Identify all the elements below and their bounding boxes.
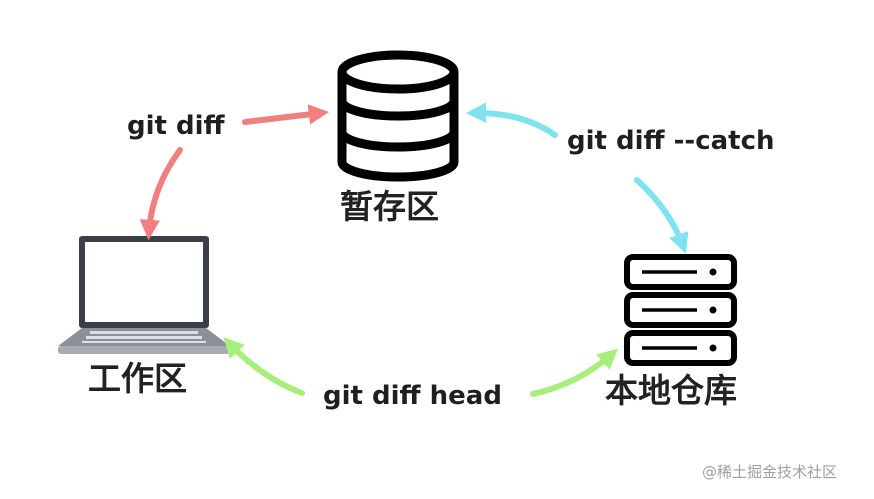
laptop-icon [58, 236, 230, 354]
edge-label-git-diff-head: git diff head [323, 381, 502, 411]
arrow-icon [465, 102, 689, 254]
staging-area-label: 暂存区 [340, 187, 439, 226]
edge-label-git-diff: git diff [127, 111, 225, 141]
edge-label-git-diff-catch: git diff --catch [567, 126, 775, 156]
arrow-icon [223, 337, 619, 397]
database-icon [337, 50, 459, 182]
workspace-label: 工作区 [88, 359, 187, 398]
arrow-icon [139, 104, 330, 241]
watermark: @稀土掘金技术社区 [702, 463, 838, 481]
server-icon [624, 254, 737, 366]
local-repo-label: 本地仓库 [605, 371, 737, 410]
